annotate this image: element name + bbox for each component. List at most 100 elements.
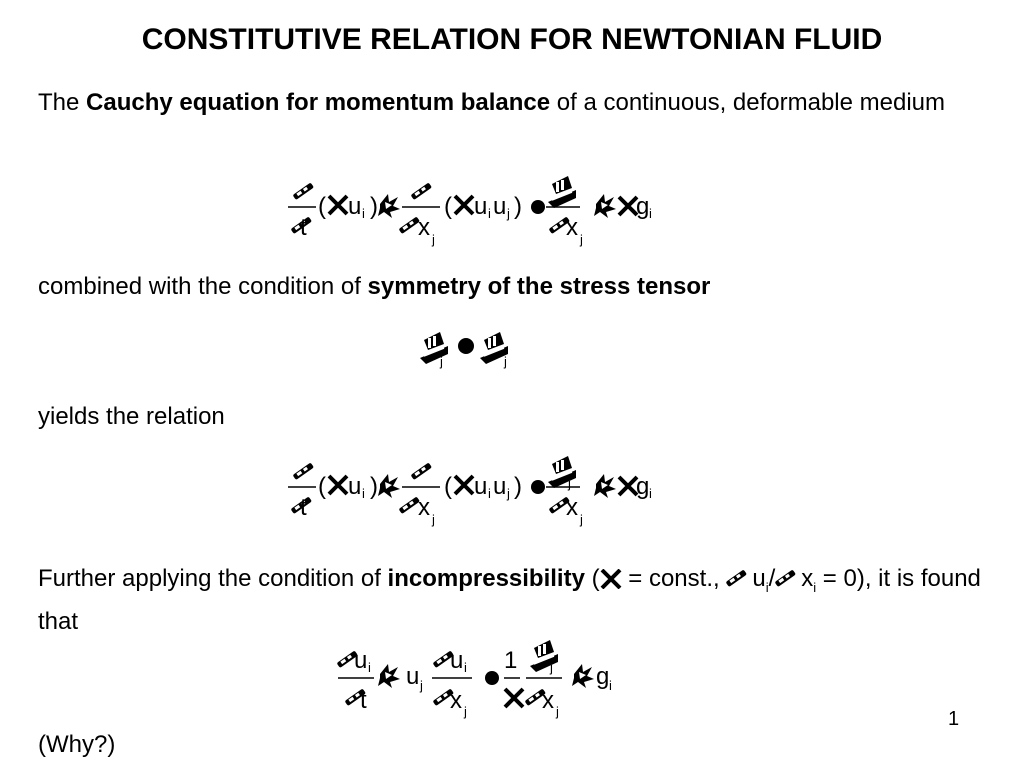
sym-sub-j: j (506, 486, 510, 501)
partial-icon (775, 569, 797, 587)
equals-icon (458, 338, 474, 354)
p4-text-c: = const., (621, 565, 727, 592)
p4-u: u (752, 565, 766, 592)
sym-x: x (418, 494, 430, 521)
equals-icon (531, 200, 545, 214)
sym-rparen: ) (514, 473, 522, 500)
sym-g: g (596, 663, 609, 690)
sym-rparen: ) (370, 193, 378, 220)
rho-icon (599, 569, 622, 589)
sym-x: x (542, 687, 554, 714)
sym-sub-j: j (579, 512, 583, 527)
sym-u: u (348, 473, 361, 500)
sym-one: 1 (504, 647, 517, 674)
sym-sub-i: i (649, 206, 652, 221)
paragraph-yields: yields the relation (38, 403, 225, 430)
sym-lparen: ( (444, 193, 452, 220)
rho-icon (453, 474, 475, 496)
equation-incompressible: u i t u j u i x j 1 j x j g i (336, 639, 612, 719)
p4-sub-i: i (765, 579, 769, 595)
rho-icon (327, 474, 349, 496)
sym-u: u (450, 647, 463, 674)
sym-sub-i: i (368, 660, 371, 675)
sym-u: u (348, 193, 361, 220)
sym-rparen: ) (370, 473, 378, 500)
plus-icon (378, 474, 400, 498)
p4-slash: / (768, 565, 776, 592)
sym-g: g (636, 193, 649, 220)
tau-icon (529, 639, 559, 673)
sym-sub-i: i (488, 206, 491, 221)
sym-x: x (450, 687, 462, 714)
partial-icon (410, 182, 433, 200)
sym-u: u (474, 193, 487, 220)
equals-icon (531, 480, 545, 494)
sym-sub-j: j (555, 704, 559, 719)
equals-icon (485, 671, 499, 685)
sym-g: g (636, 473, 649, 500)
sym-sub-j: j (439, 354, 443, 369)
sym-sub-i: i (609, 678, 612, 693)
p4-text-b: ( (584, 565, 600, 592)
sym-t: t (300, 214, 307, 241)
p2-bold-term: symmetry of the stress tensor (367, 273, 711, 300)
paragraph-cauchy: The Cauchy equation for momentum balance… (38, 86, 988, 120)
equation-relation: t ( u i ) x j ( u i u j ) j x j g i (288, 455, 652, 527)
tau-icon (547, 455, 577, 489)
sym-sub-j: j (463, 704, 467, 719)
plus-icon (594, 194, 616, 218)
sym-sub-i: i (362, 486, 365, 501)
p1-bold-term: Cauchy equation for momentum balance (86, 89, 551, 116)
paragraph-symmetry: combined with the condition of symmetry … (38, 270, 988, 304)
tau-icon (547, 175, 577, 209)
tau-icon (419, 331, 449, 365)
equation-symmetry: j j (419, 331, 509, 369)
sym-lparen: ( (444, 473, 452, 500)
sym-x: x (418, 214, 430, 241)
sym-x: x (566, 214, 578, 241)
partial-icon (398, 496, 421, 514)
p1-text-b: of a continuous, deformable medium (550, 89, 945, 116)
partial-icon (292, 182, 315, 200)
slide-title: CONSTITUTIVE RELATION FOR NEWTONIAN FLUI… (141, 23, 883, 56)
sym-t: t (360, 687, 367, 714)
p4-text-a: Further applying the condition of (38, 565, 388, 592)
sym-sub-i: i (649, 486, 652, 501)
partial-icon (292, 462, 315, 480)
sym-sub-j: j (506, 206, 510, 221)
paragraph-why: (Why?) (38, 731, 116, 758)
sym-sub-i: i (362, 206, 365, 221)
sym-u: u (474, 473, 487, 500)
p4-sub-i: i (813, 579, 817, 595)
p4-text-d: = 0), it is found that (38, 565, 981, 635)
sym-x: x (566, 494, 578, 521)
sym-sub-j: j (431, 232, 435, 247)
partial-icon (398, 216, 421, 234)
plus-icon (378, 194, 400, 218)
sym-lparen: ( (318, 193, 326, 220)
p4-bold-term: incompressibility (387, 565, 585, 592)
rho-icon (617, 195, 639, 217)
rho-icon (617, 475, 639, 497)
sym-u: u (493, 193, 506, 220)
sym-sub-i: i (464, 660, 467, 675)
sym-sub-j: j (431, 512, 435, 527)
plus-icon (594, 474, 616, 498)
sym-sub-j: j (549, 660, 553, 675)
sym-u: u (354, 647, 367, 674)
sym-t: t (300, 494, 307, 521)
sym-sub-i: i (488, 486, 491, 501)
plus-icon (572, 664, 594, 688)
sym-lparen: ( (318, 473, 326, 500)
sym-sub-j: j (579, 232, 583, 247)
sym-u: u (406, 663, 419, 690)
rho-icon (503, 687, 525, 709)
plus-icon (378, 664, 400, 688)
p2-text-a: combined with the condition of (38, 273, 368, 300)
sym-sub-j: j (567, 476, 571, 491)
p1-text-a: The (38, 89, 87, 116)
partial-icon (410, 462, 433, 480)
paragraph-incompressibility: Further applying the condition of incomp… (38, 562, 988, 639)
sym-rparen: ) (514, 193, 522, 220)
rho-icon (327, 194, 349, 216)
